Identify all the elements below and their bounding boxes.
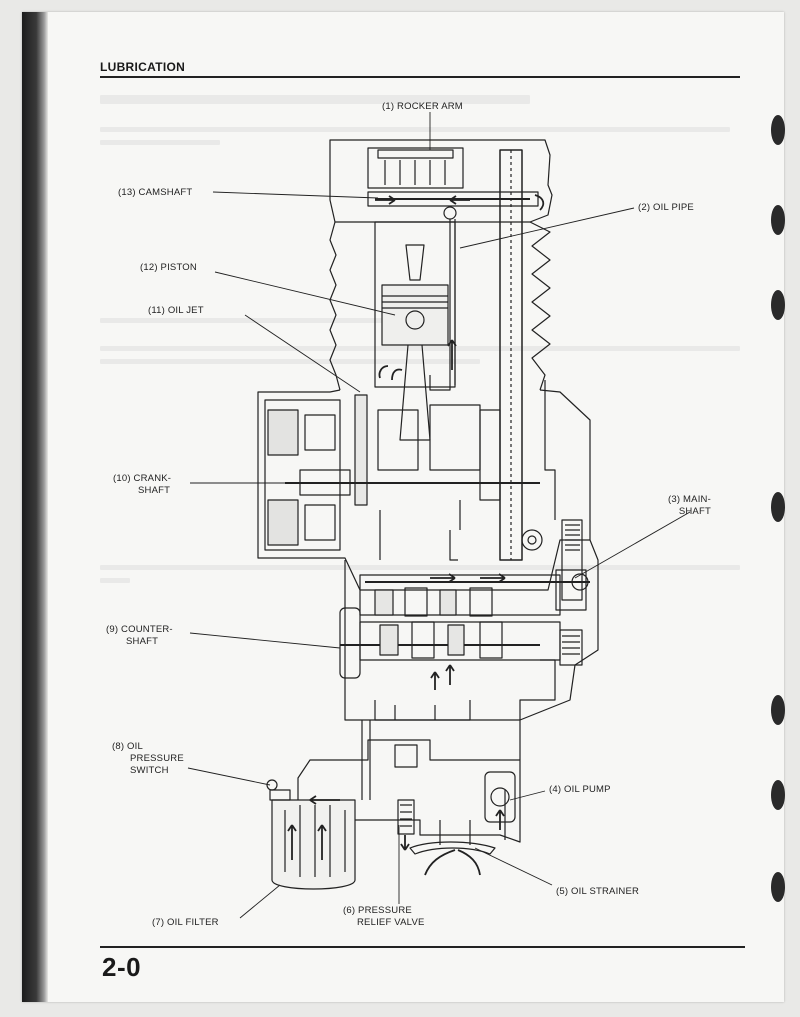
alternator [264,399,351,551]
label-relief-line1: (6) PRESSURE [343,905,412,916]
label-oil-strainer: (5) OIL STRAINER [556,886,640,897]
flow-arrows [287,194,545,876]
bleed-through [100,127,730,132]
cylinder-head [329,139,553,223]
label-countershaft: (9) COUNTER- SHAFT [106,624,173,648]
oil-filter-drawing [266,779,356,890]
binder-hole [771,780,785,810]
label-rocker-arm: (1) ROCKER ARM [382,101,463,112]
bleed-through [100,359,480,364]
crankshaft [285,394,540,506]
clutch [521,519,583,666]
lower-case [297,739,521,855]
label-countershaft-line2: SHAFT [126,636,159,647]
bleed-through [100,565,740,570]
camshaft [367,191,539,220]
binder-hole [771,695,785,725]
binder-hole [771,290,785,320]
label-switch-line2: PRESSURE [130,753,184,764]
label-mainshaft-line2: SHAFT [678,506,711,517]
bleed-through [100,318,430,323]
binder-hole [771,492,785,522]
title-rule [100,76,740,78]
bleed-through [100,346,740,351]
oil-passages [361,219,556,800]
section-title: LUBRICATION [100,60,186,74]
binder-hole [771,115,785,145]
label-oil-pipe: (2) OIL PIPE [638,202,694,213]
label-pressure-relief-valve: (6) PRESSURE RELIEF VALVE [343,905,425,929]
label-switch-line1: (8) OIL [112,741,143,752]
label-piston: (12) PISTON [140,262,197,273]
label-mainshaft: (3) MAIN- SHAFT [668,494,711,518]
binding-edge [22,12,48,1002]
bleed-through [100,95,530,104]
label-crankshaft-line1: (10) CRANK- [113,473,172,484]
piston [381,244,449,441]
leader-lines [187,112,691,919]
label-oil-pump: (4) OIL PUMP [549,784,611,795]
transmission [339,569,590,679]
label-crankshaft: (10) CRANK- SHAFT [113,473,171,497]
label-oil-pressure-switch: (8) OIL PRESSURE SWITCH [112,741,184,777]
label-oil-jet: (11) OIL JET [148,305,204,316]
binder-hole [771,205,785,235]
binder-hole [771,872,785,902]
cylinder-block [329,149,551,561]
bleed-through [100,578,130,583]
label-oil-filter: (7) OIL FILTER [152,917,219,928]
label-mainshaft-line1: (3) MAIN- [668,494,711,505]
page-number: 2-0 [102,952,142,982]
label-crankshaft-line2: SHAFT [138,485,171,496]
bleed-through [100,140,220,145]
label-switch-line3: SWITCH [130,765,169,776]
label-countershaft-line1: (9) COUNTER- [106,624,173,635]
manual-page [22,12,784,1002]
label-camshaft: (13) CAMSHAFT [118,187,193,198]
bottom-rule [100,946,745,948]
label-relief-line2: RELIEF VALVE [357,917,425,928]
